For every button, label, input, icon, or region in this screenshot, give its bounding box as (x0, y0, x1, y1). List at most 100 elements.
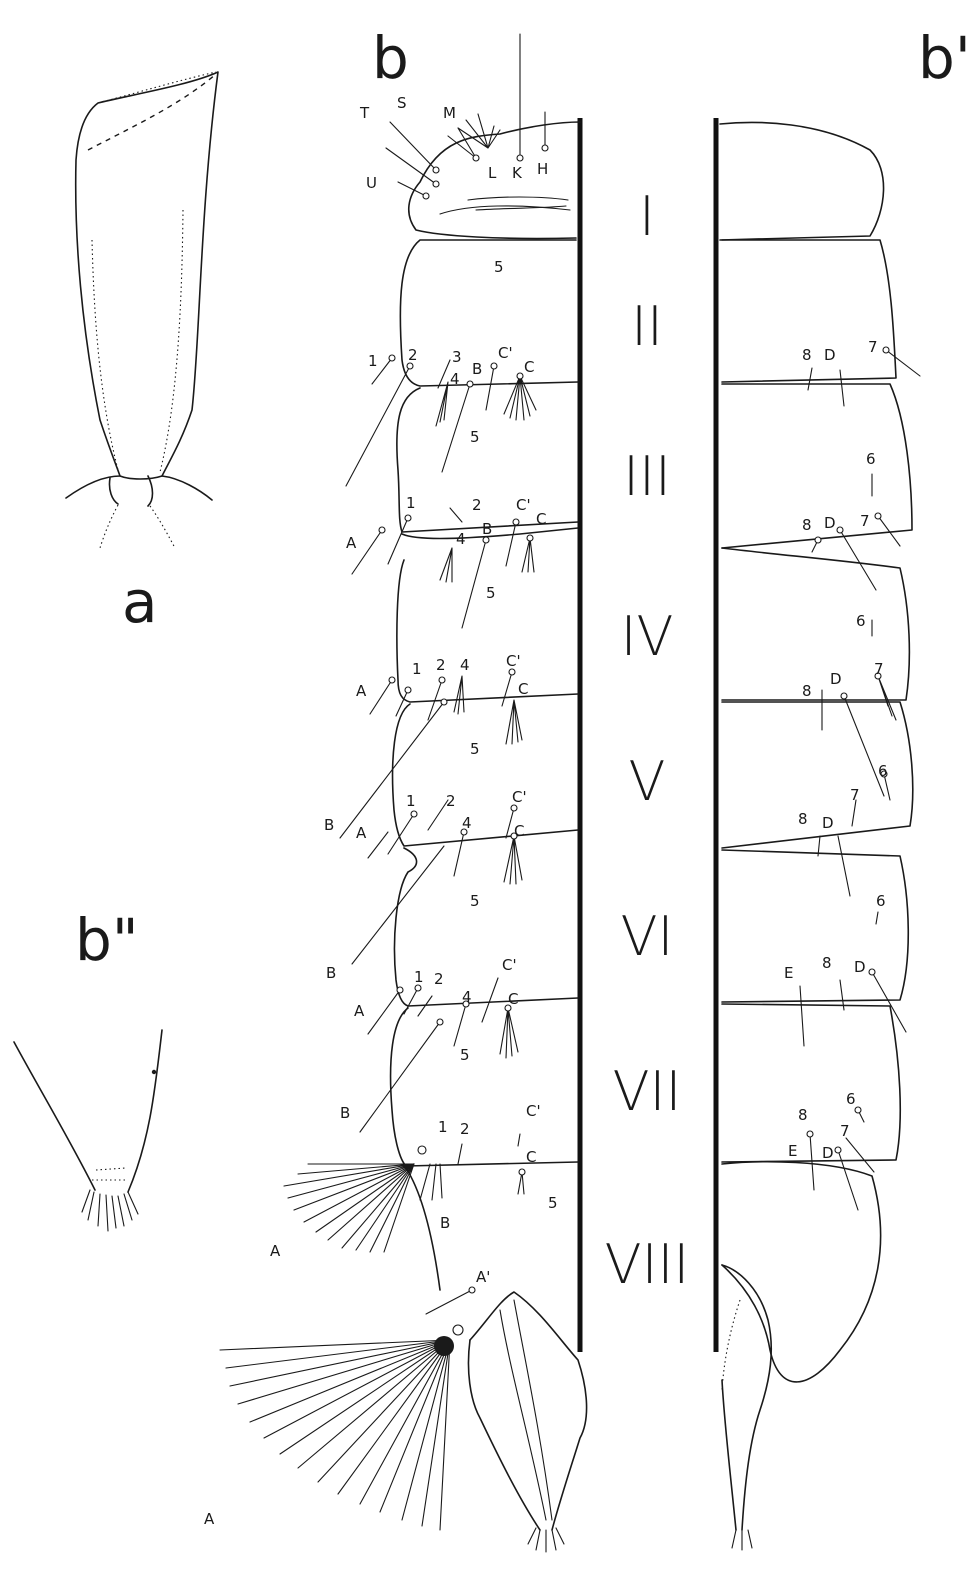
seta-label: D (822, 1144, 834, 1162)
seta-label: 2 (434, 970, 444, 988)
seta-label: 4 (462, 814, 472, 832)
seta-label: 1 (406, 494, 416, 512)
seta-label: C (536, 510, 546, 528)
seta-label: H (537, 160, 548, 178)
seta-label: E (788, 1142, 797, 1160)
seta-label: D (854, 958, 866, 976)
segment-label: III (623, 445, 671, 508)
seta-label: 1 (412, 660, 422, 678)
seta-label: B (482, 520, 492, 538)
seta-label: 6 (866, 450, 876, 468)
seta-label: D (824, 346, 836, 364)
segment-label: V (629, 750, 666, 813)
seta-label: C' (512, 788, 527, 806)
segment-label: VIII (605, 1233, 690, 1296)
seta-label: 1 (438, 1118, 448, 1136)
seta-label: 6 (846, 1090, 856, 1108)
seta-label: 8 (798, 810, 808, 828)
panel-label-b-prime: b' (918, 24, 968, 92)
seta-label: 1 (368, 352, 378, 370)
panel-label-a: a (122, 568, 158, 636)
seta-label: D (830, 670, 842, 688)
seta-labels-right: 8 D 7 6 8 D 7 6 8 D 7 6 7 8 D 6 E 8 D 8 … (784, 338, 888, 1162)
seta-label: 5 (460, 1046, 470, 1064)
seta-label: C (526, 1148, 536, 1166)
seta-label: 8 (802, 516, 812, 534)
seta-label: 1 (406, 792, 416, 810)
segment-label: IV (621, 605, 674, 668)
seta-label: 8 (822, 954, 832, 972)
seta-label: E (784, 964, 793, 982)
seta-label: M (443, 104, 456, 122)
seta-label: 2 (472, 496, 482, 514)
siphon-tip-drawing (14, 1030, 162, 1231)
seta-label: 6 (876, 892, 886, 910)
seta-label: 7 (874, 660, 884, 678)
seta-label: C (508, 990, 518, 1008)
seta-label: C' (506, 652, 521, 670)
seta-label: 4 (450, 370, 460, 388)
abdomen-right-outline (720, 122, 913, 1550)
seta-label: C (524, 358, 534, 376)
seta-label: 4 (460, 656, 470, 674)
segment-label: I (639, 185, 655, 248)
seta-label: B (326, 964, 336, 982)
seta-label: 5 (470, 428, 480, 446)
segment-label: VI (621, 905, 674, 968)
segment-label: VII (613, 1060, 682, 1123)
seta-label: 7 (860, 512, 870, 530)
seta-label: 1 (414, 968, 424, 986)
seta-label: A' (476, 1268, 490, 1286)
seta-label: 7 (868, 338, 878, 356)
seta-label: 6 (878, 762, 888, 780)
seta-label: 5 (548, 1194, 558, 1212)
seta-label: C' (502, 956, 517, 974)
seta-label: A (356, 682, 367, 700)
seta-label: A (346, 534, 357, 552)
seta-label: 5 (486, 584, 496, 602)
segment-label: II (631, 295, 663, 358)
seta-label: 8 (798, 1106, 808, 1124)
segment-labels: I II III IV V VI VII VIII (605, 185, 690, 1296)
seta-label: 3 (452, 348, 462, 366)
seta-label: 6 (856, 612, 866, 630)
panel-label-b: b (372, 24, 409, 92)
seta-label: 7 (840, 1122, 850, 1140)
seta-label: 2 (436, 656, 446, 674)
seta-label: 4 (456, 530, 466, 548)
antenna-drawing (66, 72, 218, 548)
seta-label: 4 (462, 988, 472, 1006)
seta-label: 8 (802, 682, 812, 700)
seta-label: C' (498, 344, 513, 362)
seta-label: T (359, 104, 370, 122)
seta-label: 5 (470, 740, 480, 758)
seta-label: L (488, 164, 497, 182)
seta-label: 8 (802, 346, 812, 364)
seta-label: U (366, 174, 377, 192)
seta-label: 5 (470, 892, 480, 910)
seta-label: A (354, 1002, 365, 1020)
panel-label-b-double-prime: b" (75, 906, 139, 974)
seta-label: C (518, 680, 528, 698)
seta-label: 2 (408, 346, 418, 364)
abdomen-left-outline (391, 122, 587, 1552)
seta-label: 5 (494, 258, 504, 276)
seta-label: A (270, 1242, 281, 1260)
seta-label: D (824, 514, 836, 532)
seta-label: S (397, 94, 407, 112)
seta-label: K (512, 164, 523, 182)
seta-label: B (440, 1214, 450, 1232)
seta-labels-left: T S M U L K H 5 1 2 3 4 B C' C 5 A 1 2 4… (204, 94, 558, 1528)
seta-label: B (340, 1104, 350, 1122)
setae-right (800, 347, 920, 1210)
seta-label: C' (526, 1102, 541, 1120)
seta-label: B (324, 816, 334, 834)
seta-label: 2 (460, 1120, 470, 1138)
seta-label: C (514, 822, 524, 840)
seta-label: C' (516, 496, 531, 514)
seta-label: A (204, 1510, 215, 1528)
seta-label: 7 (850, 786, 860, 804)
seta-label: B (472, 360, 482, 378)
seta-label: 2 (446, 792, 456, 810)
